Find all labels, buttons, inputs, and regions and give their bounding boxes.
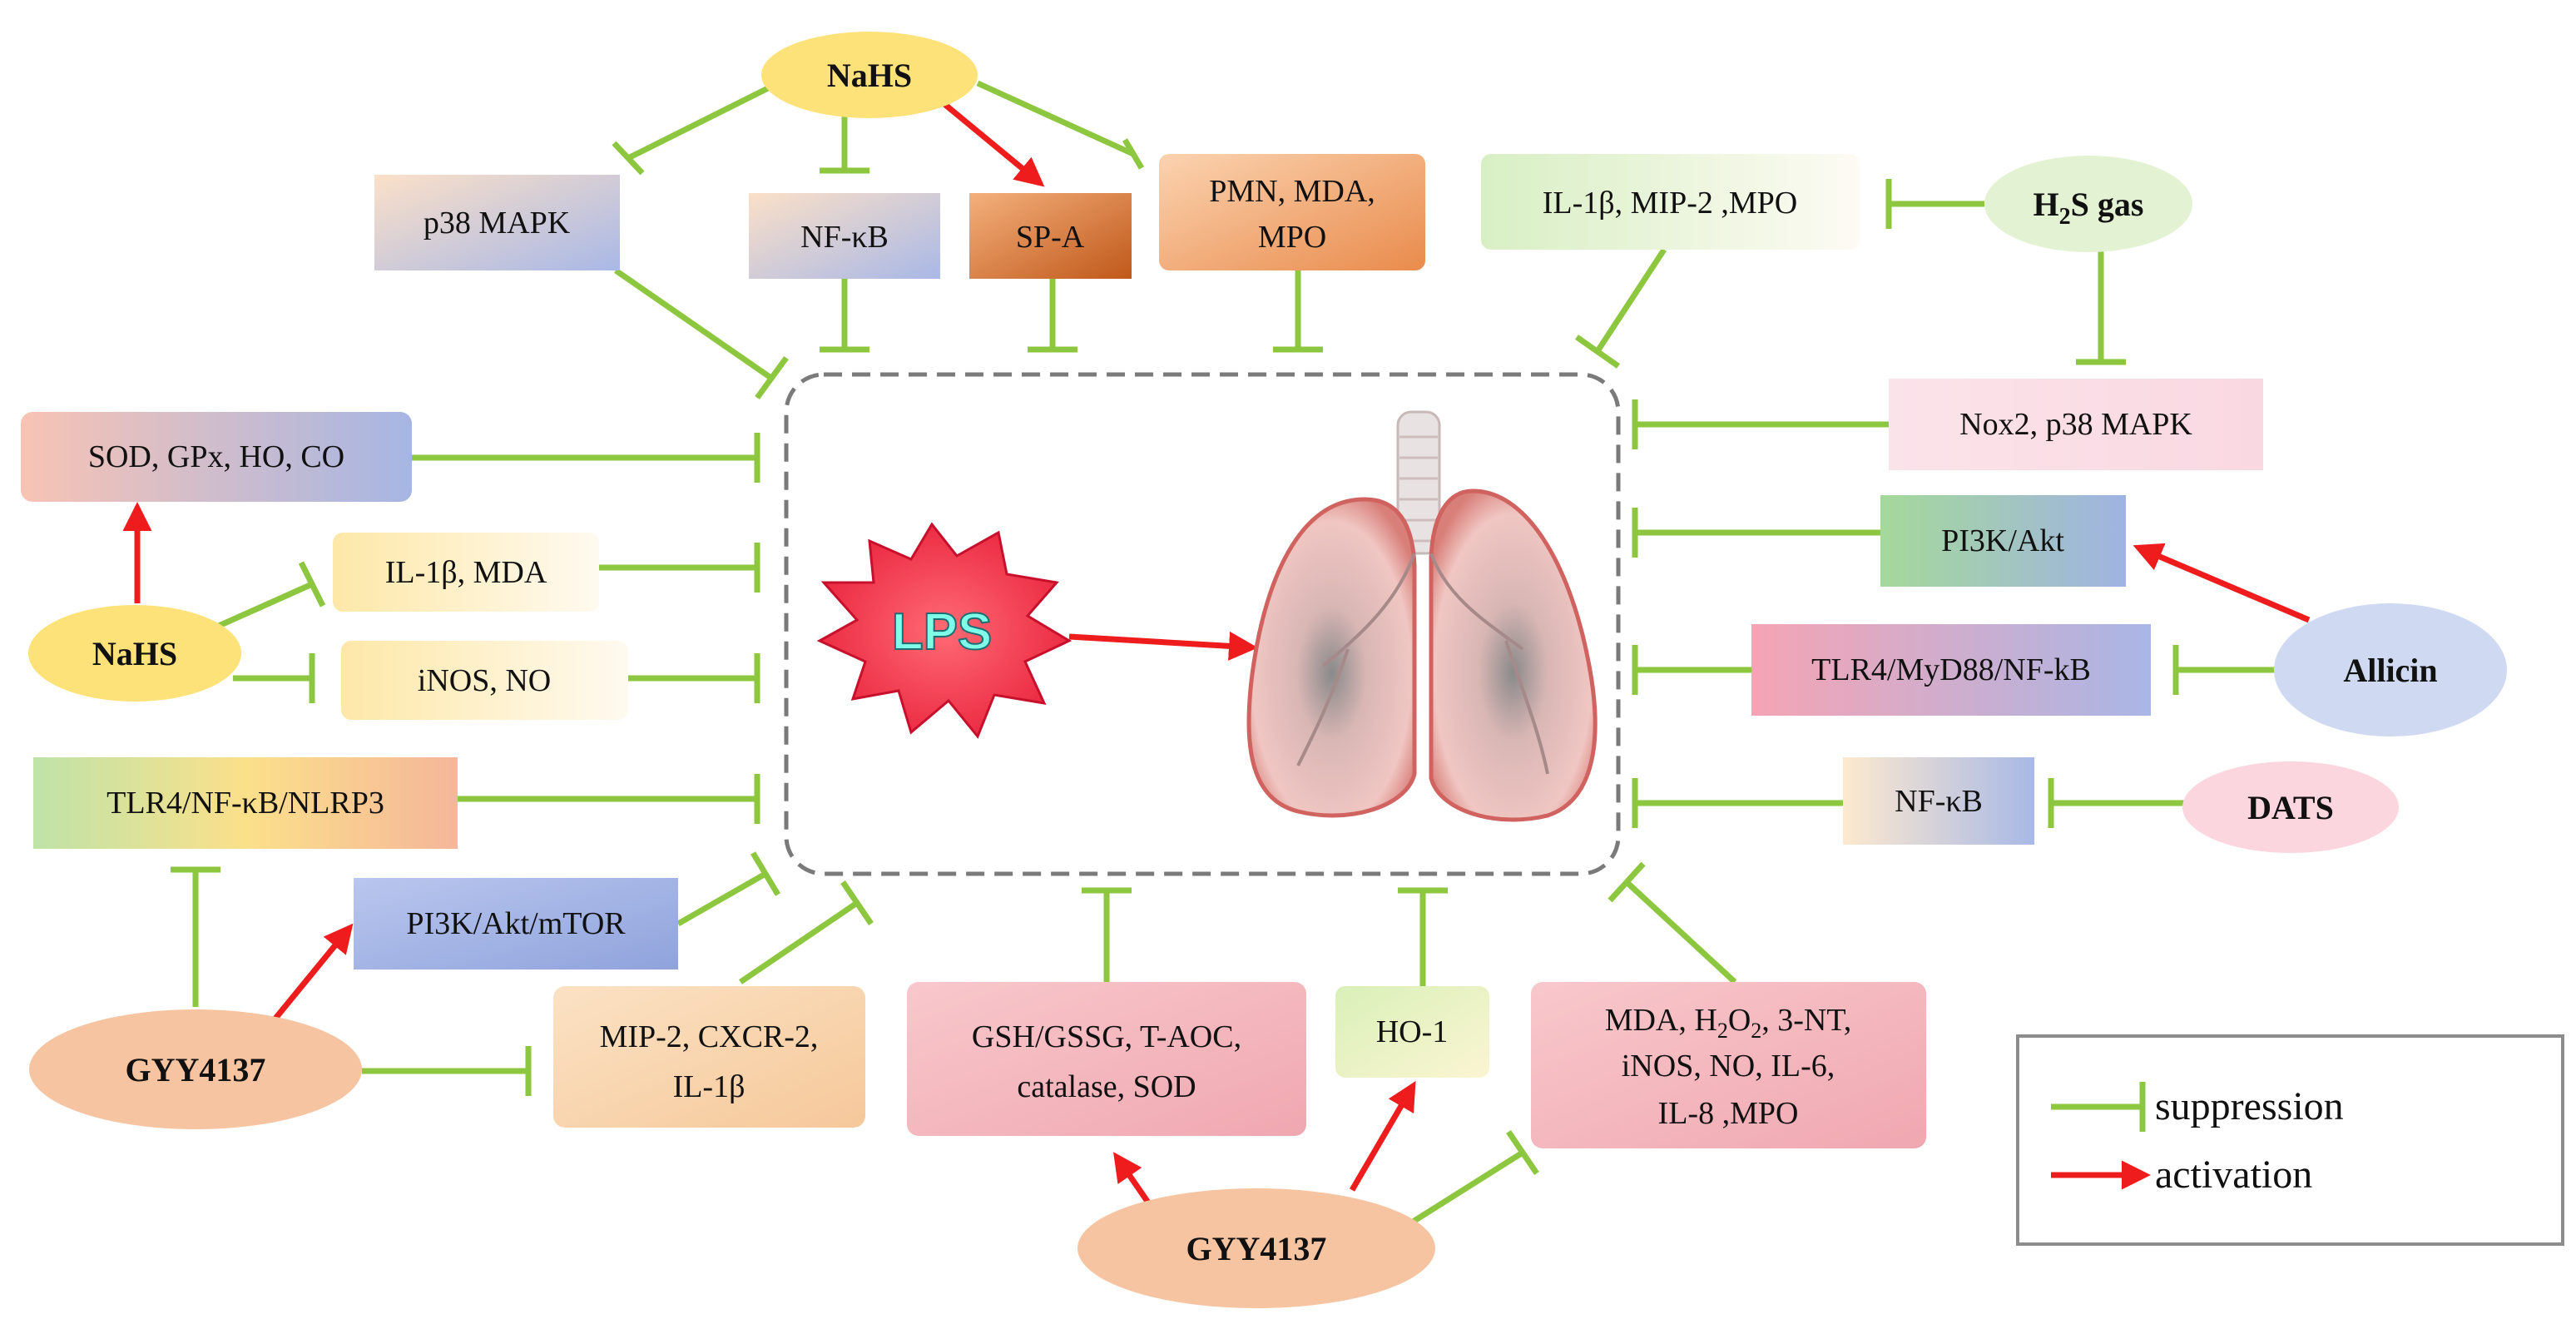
target-mip2-line2: IL-1β [673, 1069, 746, 1104]
target-pmn-mda-mpo: PMN, MDA, MPO [1159, 154, 1425, 270]
target-nox2-p38: Nox2, p38 MAPK [1889, 379, 2263, 470]
target-nfkb-top: NF-κB [749, 193, 940, 279]
target-sp-a: SP-A [969, 193, 1132, 279]
source-gyy-left: GYY4137 [29, 1009, 362, 1129]
target-inos-no-label: iNOS, NO [418, 663, 551, 698]
target-mda-h2o2: MDA, H2O2, 3-NT, iNOS, NO, IL-6, IL-8 ,M… [1531, 982, 1926, 1148]
target-gsh-gssg: GSH/GSSG, T-AOC, catalase, SOD [907, 982, 1306, 1136]
source-gyy-bottom-label: GYY4137 [1186, 1230, 1327, 1267]
source-gyy-bottom: GYY4137 [1077, 1188, 1435, 1308]
target-mda-line3: IL-8 ,MPO [1658, 1096, 1799, 1131]
source-dats-label: DATS [2247, 789, 2334, 826]
source-allicin-label: Allicin [2343, 652, 2437, 689]
target-mip2-line1: MIP-2, CXCR-2, [600, 1019, 819, 1054]
target-mip2-cxcr2: MIP-2, CXCR-2, IL-1β [553, 986, 865, 1128]
target-tlr4-nlrp3-label: TLR4/NF-κB/NLRP3 [107, 786, 384, 821]
target-tlr4-myd88-label: TLR4/MyD88/NF-kB [1811, 652, 2091, 687]
target-p38-mapk: p38 MAPK [374, 175, 620, 270]
lps-burst: LPS [816, 522, 1073, 739]
source-dats: DATS [2182, 761, 2399, 853]
target-sod-gpx-label: SOD, GPx, HO, CO [88, 439, 344, 474]
target-inos-no: iNOS, NO [341, 641, 628, 720]
legend: suppression activation [2016, 1034, 2564, 1246]
source-nahs-top: NaHS [761, 32, 978, 118]
target-pmn-line1: PMN, MDA, [1209, 174, 1375, 209]
source-nahs-left-label: NaHS [92, 635, 177, 672]
suppression-connectors [171, 80, 2276, 1226]
source-h2s-gas-label: H2S gas [2034, 186, 2144, 230]
target-il1b-mda: IL-1β, MDA [333, 533, 599, 612]
target-sp-a-label: SP-A [1016, 220, 1085, 255]
target-pi3k-akt-mtor: PI3K/Akt/mTOR [354, 878, 678, 969]
target-pi3k-mtor-label: PI3K/Akt/mTOR [406, 906, 626, 941]
target-gsh-line1: GSH/GSSG, T-AOC, [972, 1019, 1241, 1054]
target-tlr4-myd88: TLR4/MyD88/NF-kB [1751, 624, 2151, 716]
lps-label: LPS [892, 603, 993, 661]
target-nox2-label: Nox2, p38 MAPK [1959, 407, 2192, 442]
legend-suppression-symbol [2051, 1082, 2146, 1132]
central-region-border [784, 372, 1621, 876]
target-pi3k-akt-label: PI3K/Akt [1941, 523, 2064, 558]
source-allicin: Allicin [2274, 603, 2507, 736]
source-gyy-left-label: GYY4137 [126, 1051, 266, 1088]
target-gsh-line2: catalase, SOD [1017, 1069, 1196, 1104]
source-h2s-gas: H2S gas [1984, 156, 2192, 252]
target-ho1: HO-1 [1335, 986, 1489, 1078]
target-pi3k-akt: PI3K/Akt [1880, 495, 2126, 587]
activation-arrows [122, 102, 2311, 1204]
target-nfkb-top-label: NF-κB [800, 220, 889, 255]
legend-activation-label: activation [2155, 1153, 2312, 1197]
target-il1b-mda-label: IL-1β, MDA [385, 555, 547, 590]
lps-to-lung-arrow [1068, 631, 1258, 661]
target-il1b-mip2-label: IL-1β, MIP-2 ,MPO [1543, 186, 1797, 221]
target-mda-line1: MDA, H2O2, 3-NT, [1605, 1003, 1852, 1043]
source-nahs-top-label: NaHS [827, 57, 912, 94]
target-mda-line2: iNOS, NO, IL-6, [1622, 1049, 1835, 1083]
target-tlr4-nlrp3: TLR4/NF-κB/NLRP3 [33, 757, 458, 849]
target-p38-mapk-label: p38 MAPK [424, 206, 571, 241]
target-il1b-mip2-mpo: IL-1β, MIP-2 ,MPO [1481, 154, 1860, 250]
lung-icon [1246, 410, 1598, 822]
target-pmn-line2: MPO [1258, 220, 1326, 255]
target-ho1-label: HO-1 [1376, 1014, 1449, 1049]
legend-suppression-label: suppression [2155, 1084, 2344, 1128]
target-nfkb-right: NF-κB [1843, 757, 2034, 845]
source-nahs-left: NaHS [28, 605, 241, 702]
target-sod-gpx: SOD, GPx, HO, CO [21, 412, 412, 502]
target-nfkb-right-label: NF-κB [1895, 784, 1983, 819]
